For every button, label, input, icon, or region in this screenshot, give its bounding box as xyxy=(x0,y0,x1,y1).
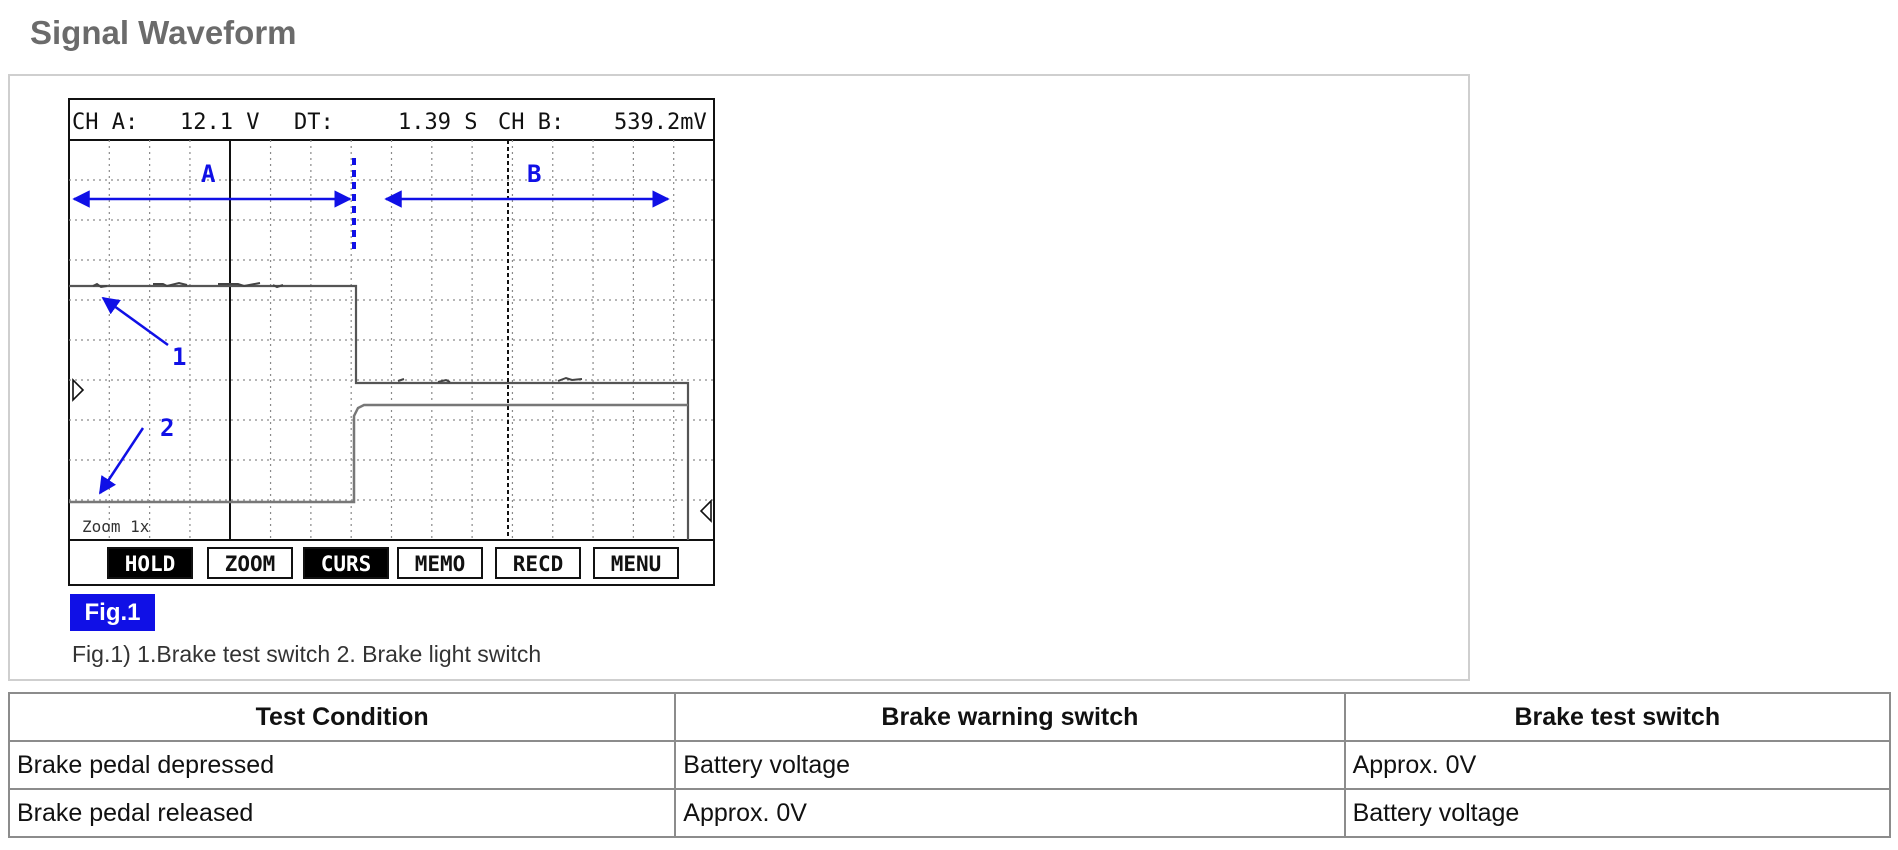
softkey-curs-label: CURS xyxy=(321,552,372,576)
table-cell: Brake pedal depressed xyxy=(7,740,677,790)
page-title: Signal Waveform xyxy=(30,14,297,51)
softkey-menu-button[interactable] xyxy=(593,547,679,579)
trace-brake-test-switch xyxy=(69,284,690,540)
softkey-hold-button[interactable] xyxy=(107,547,193,579)
figure-label: Fig.1 xyxy=(70,594,155,631)
figure-caption: Fig.1) 1.Brake test switch 2. Brake ligh… xyxy=(72,641,542,667)
softkey-zoom-label: ZOOM xyxy=(225,552,276,576)
table-cell: Approx. 0V xyxy=(1343,740,1892,790)
table-cell: Brake pedal released xyxy=(7,788,677,838)
table-header-row: Test Condition Brake warning switch Brak… xyxy=(7,692,1892,742)
trace-noise xyxy=(92,281,583,383)
arrow-1 xyxy=(101,296,169,347)
header-brake-warning-switch: Brake warning switch xyxy=(674,692,1346,742)
softkey-menu-label: MENU xyxy=(611,552,662,576)
header-brake-test-switch: Brake test switch xyxy=(1343,692,1892,742)
oscilloscope-screen: CH A: 12.1 V DT: 1.39 S CH B: 539.2mV A … xyxy=(68,98,715,586)
trigger-right-icon xyxy=(699,499,712,523)
dt-value: 1.39 S xyxy=(398,110,477,135)
table-cell: Battery voltage xyxy=(674,740,1346,790)
ch-b-label: CH B: xyxy=(498,110,564,135)
marker-2: 2 xyxy=(160,414,174,442)
ch-a-value: 12.1 V xyxy=(180,110,259,135)
softkey-memo-label: MEMO xyxy=(415,552,466,576)
marker-1: 1 xyxy=(172,343,186,371)
trace-brake-light-switch xyxy=(69,403,688,504)
marker-a: A xyxy=(201,160,216,188)
softkey-curs-button[interactable] xyxy=(303,547,389,579)
marker-b: B xyxy=(527,160,541,188)
ch-b-value: 539.2mV xyxy=(614,110,707,135)
zoom-readout: Zoom 1x xyxy=(82,517,150,536)
dt-label: DT: xyxy=(294,110,334,135)
softkey-recd-button[interactable] xyxy=(495,547,581,579)
arrow-2 xyxy=(98,427,145,495)
table-row: Brake pedal depressed Battery voltage Ap… xyxy=(7,740,1892,790)
table-cell: Battery voltage xyxy=(1343,788,1892,838)
ch-a-label: CH A: xyxy=(72,110,138,135)
table-row: Brake pedal released Approx. 0V Battery … xyxy=(7,788,1892,838)
figure-box: CH A: 12.1 V DT: 1.39 S CH B: 539.2mV A … xyxy=(8,74,1470,681)
softkey-memo-button[interactable] xyxy=(397,547,483,579)
softkey-zoom-button[interactable] xyxy=(207,547,293,579)
test-condition-table: Test Condition Brake warning switch Brak… xyxy=(7,692,1892,838)
table-cell: Approx. 0V xyxy=(674,788,1346,838)
softkey-recd-label: RECD xyxy=(513,552,564,576)
softkey-hold-label: HOLD xyxy=(125,552,176,576)
scope-softkeys: HOLD ZOOM CURS MEMO RECD MENU xyxy=(107,547,679,579)
header-test-condition: Test Condition xyxy=(7,692,677,742)
trigger-left-icon xyxy=(72,378,85,402)
